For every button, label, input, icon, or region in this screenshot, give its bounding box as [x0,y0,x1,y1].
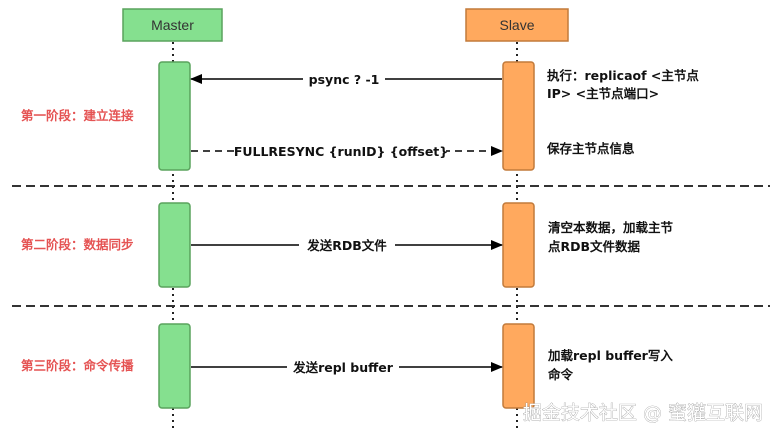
note-load-rdb-line-2: 点RDB文件数据 [548,239,641,254]
stage-1-label: 第一阶段：建立连接 [21,108,134,123]
slave-activation-stage-1 [502,61,535,171]
fullresync-label: FULLRESYNC {runID} {offset} [234,144,448,159]
master-activation-stage-1 [158,61,191,171]
stage-3-label: 第三阶段：命令传播 [21,358,134,373]
note-replicaof-line-1: 执行：replicaof <主节点 [547,68,699,83]
note-load-repl-line-1: 加载repl buffer写入 [547,348,673,363]
stage-2-label: 第二阶段：数据同步 [21,237,134,252]
send-rdb-label: 发送RDB文件 [306,238,387,253]
master-activation-stage-3 [158,323,191,409]
note-replicaof-line-2: IP> <主节点端口> [547,86,659,101]
psync-label: psync ? -1 [309,72,380,87]
master-header: Master [122,8,223,42]
slave-title: Slave [499,17,534,33]
send-repl-buffer-label: 发送repl buffer [292,360,394,375]
slave-activation-stage-2 [502,202,535,288]
master-activation-stage-2 [158,202,191,288]
slave-activation-stage-3 [502,323,535,409]
watermark: 掘金技术社区 @ 蜜獾互联网 [523,402,763,424]
note-load-rdb-line-1: 清空本数据，加载主节 [548,220,674,235]
slave-header: Slave [465,8,569,42]
note-save-master-info: 保存主节点信息 [546,141,635,156]
master-title: Master [151,17,194,33]
note-load-repl-line-2: 命令 [547,367,574,382]
